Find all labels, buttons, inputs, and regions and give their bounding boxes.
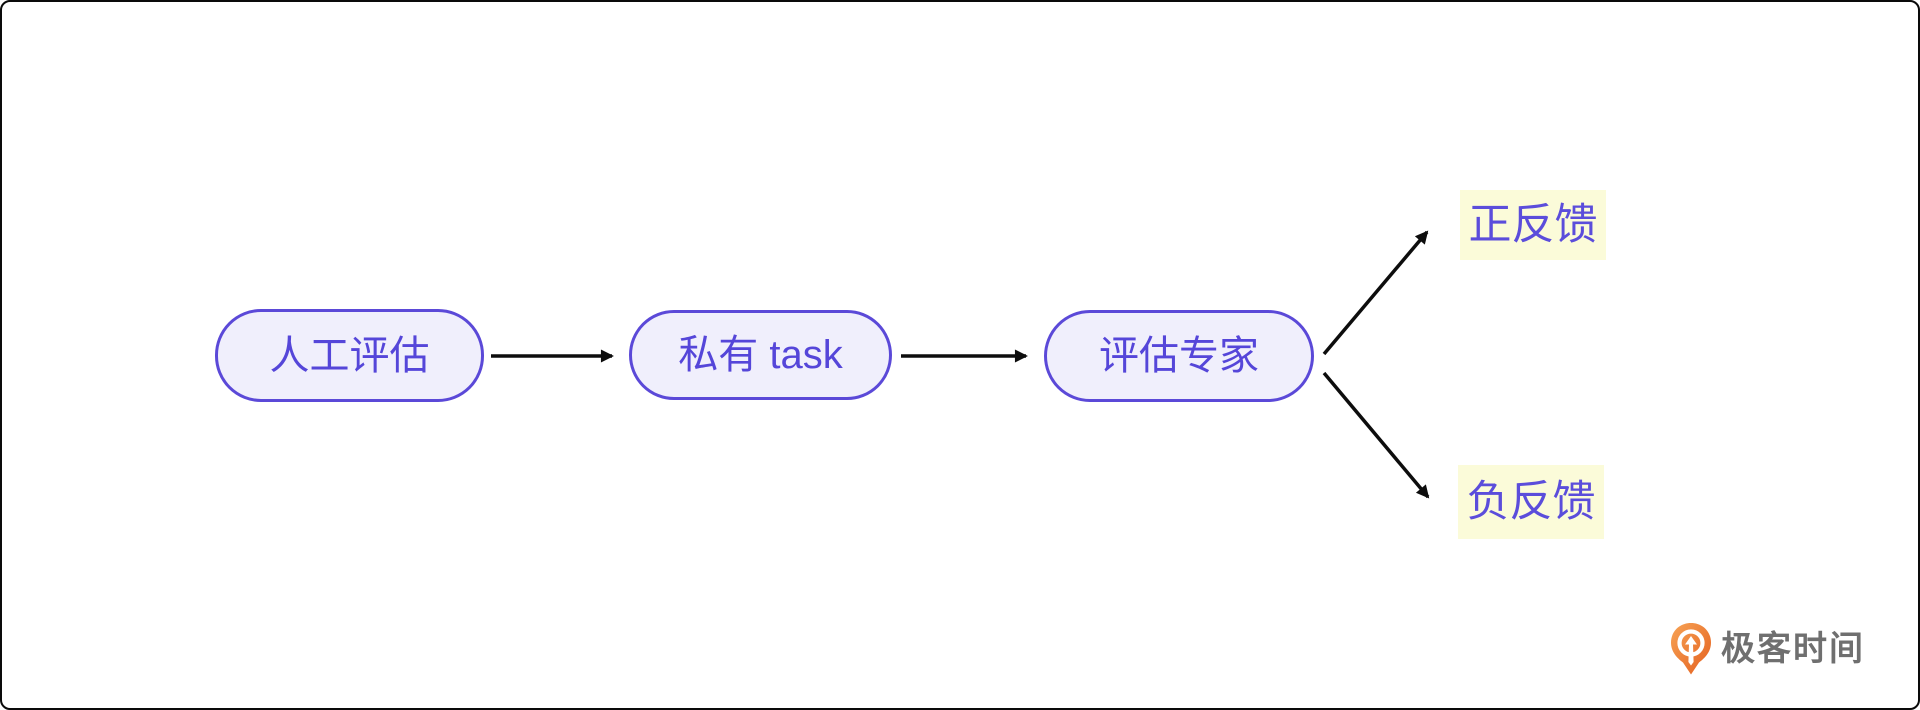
node-label: 私有 task bbox=[678, 333, 843, 377]
arrow-expert-to-positive bbox=[1322, 230, 1429, 356]
geektime-logo-icon bbox=[1671, 623, 1711, 675]
node-private-task: 私有 task bbox=[629, 310, 892, 400]
outcome-negative-feedback: 负反馈 bbox=[1458, 465, 1604, 539]
brand-logo-text: 极客时间 bbox=[1721, 630, 1865, 668]
node-evaluation-expert: 评估专家 bbox=[1044, 310, 1314, 402]
brand-logo: 极客时间 bbox=[1670, 622, 1865, 676]
node-label: 人工评估 bbox=[269, 333, 430, 378]
node-manual-evaluation: 人工评估 bbox=[215, 309, 484, 402]
outcome-label: 负反馈 bbox=[1466, 477, 1596, 526]
arrow-expert-to-negative bbox=[1322, 371, 1430, 499]
node-label: 评估专家 bbox=[1099, 334, 1259, 378]
outcome-label: 正反馈 bbox=[1468, 200, 1598, 249]
outcome-positive-feedback: 正反馈 bbox=[1460, 190, 1606, 260]
